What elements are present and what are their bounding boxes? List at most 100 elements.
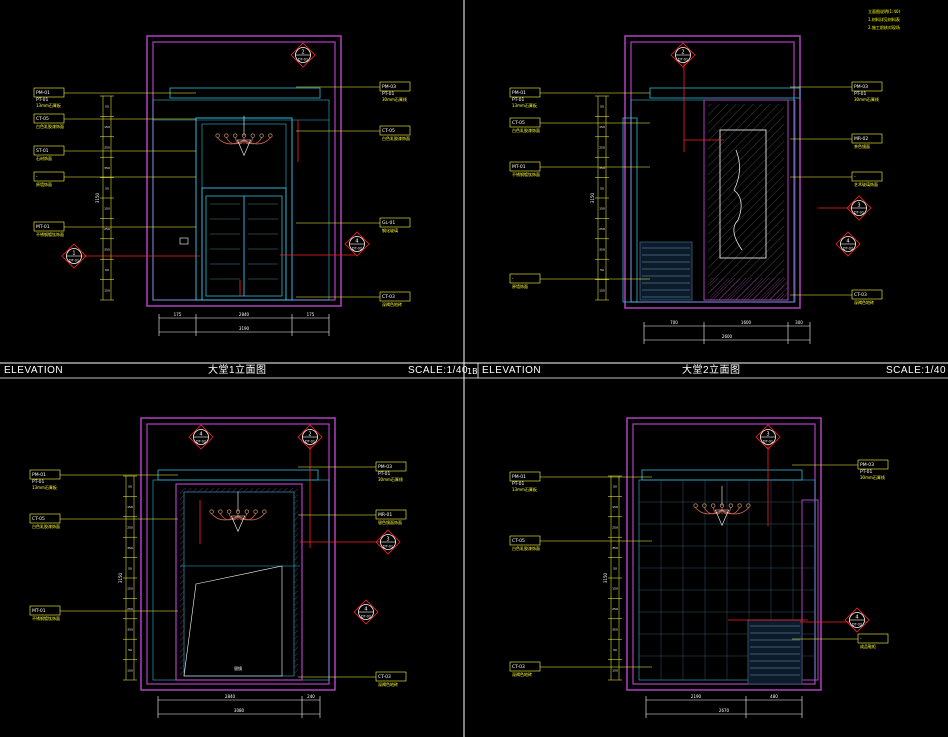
- tag-description: 30mm石膏线: [854, 96, 879, 102]
- chandelier-bulb: [218, 509, 223, 514]
- tag-code: PT-01: [382, 91, 395, 97]
- dimension-value: 150: [127, 668, 133, 672]
- dimension-value: 250: [599, 146, 605, 150]
- tag-code: PT-01: [378, 471, 391, 477]
- mirror-surface: [183, 491, 295, 677]
- dimension-value: 350: [612, 628, 618, 632]
- corner-notes: 立面图说明(1:40) 1.材料详见材料表 2.施工前核对现场: [868, 8, 900, 32]
- callout-number: 4: [355, 239, 358, 245]
- tag-box: [33, 145, 65, 156]
- dimension-total: 3150: [590, 192, 595, 203]
- tag-description: 原墙饰面: [512, 283, 528, 289]
- tag-box: [29, 605, 61, 616]
- chandelier-arm: [704, 507, 723, 515]
- detail-callout: 3DT-01: [755, 424, 781, 450]
- tag-box: [379, 125, 411, 136]
- chandelier-arm: [226, 137, 245, 145]
- dimension-value: 50: [128, 648, 132, 652]
- tag-box: [379, 291, 411, 302]
- corner-note: 立面图说明(1:40): [868, 9, 901, 14]
- callout-number: 1: [72, 251, 75, 257]
- tag-box: [509, 161, 541, 172]
- tag-code: PT-01: [32, 479, 45, 485]
- tag-box: [851, 81, 883, 92]
- dimension-value: 480: [770, 694, 778, 699]
- dimension-total: 2670: [719, 708, 730, 713]
- tag-description: 13mm石膏板: [512, 102, 537, 108]
- tag-box: [33, 221, 65, 232]
- chandelier-bulb: [241, 133, 247, 138]
- dimension-value: 350: [612, 546, 618, 550]
- tag-code: -: [36, 175, 38, 180]
- callout-number: 2: [308, 432, 311, 438]
- tag-description: 深褐色地砖: [382, 301, 402, 307]
- tag-code: PM-03: [378, 464, 392, 470]
- chandelier-arm: [237, 513, 265, 521]
- tag-code: -: [854, 175, 856, 180]
- dimension-value: 50: [105, 268, 109, 272]
- dimension-total: 3080: [234, 708, 245, 713]
- tag-description: 13mm石膏板: [36, 102, 61, 108]
- tag-code: CT-05: [36, 116, 49, 122]
- tag-box: [851, 289, 883, 300]
- callout-marker: [670, 42, 696, 68]
- tag-description: 深褐色地砖: [854, 299, 874, 305]
- callout-marker: [844, 607, 870, 633]
- callout-marker: [344, 231, 370, 257]
- tag-description: 不锈钢镀钛饰面: [512, 171, 540, 177]
- dimension-value: 700: [670, 320, 678, 325]
- tag-code: PM-03: [860, 462, 874, 468]
- chandelier-bulb: [253, 509, 258, 514]
- chandelier-bulb: [233, 133, 238, 138]
- tag-code: MT-01: [36, 224, 50, 230]
- dimension-total: 3150: [95, 192, 100, 203]
- callout-number: 4: [855, 615, 858, 621]
- crown-molding: [641, 469, 803, 481]
- callout-number: 2: [301, 50, 304, 56]
- chandelier-bulb: [711, 503, 716, 508]
- callout-marker: [755, 424, 781, 450]
- corner-note: 1.材料详见材料表: [868, 17, 900, 22]
- elevation-caption: 大堂1立面图: [208, 365, 267, 376]
- tag-box: [509, 661, 541, 672]
- chandelier-body: [230, 515, 246, 533]
- tag-code: CT-03: [854, 292, 867, 298]
- side-column: [801, 499, 819, 681]
- dimension-value: 150: [612, 587, 618, 591]
- dimension-value: 50: [128, 566, 132, 570]
- dimension-value: 2840: [225, 694, 236, 699]
- art-glass-motif: [733, 149, 743, 251]
- dimension-value: 150: [104, 207, 110, 211]
- dimension-value: 150: [599, 125, 605, 129]
- detail-callout: 2DT-01: [297, 424, 323, 450]
- tag-description: 茶色镜面: [854, 143, 870, 149]
- tag-code: PM-01: [36, 90, 50, 96]
- callout-marker: [375, 529, 401, 555]
- door-frame: [201, 187, 287, 301]
- tag-box: [29, 469, 61, 480]
- side-column: [622, 117, 638, 303]
- callout-number: 4: [364, 607, 367, 613]
- floor-plinth: [710, 278, 788, 300]
- dimension-value: 250: [127, 607, 133, 611]
- callout-reference: DT-01: [305, 440, 315, 444]
- tag-code: MT-01: [32, 608, 46, 614]
- chandelier-arm: [211, 513, 239, 521]
- dimension-value: 250: [104, 146, 110, 150]
- crown-molding: [157, 469, 319, 481]
- mirror-panel: [708, 104, 784, 300]
- callout-marker: [835, 231, 861, 257]
- tag-box: [379, 217, 411, 228]
- dimension-value: 350: [104, 166, 110, 170]
